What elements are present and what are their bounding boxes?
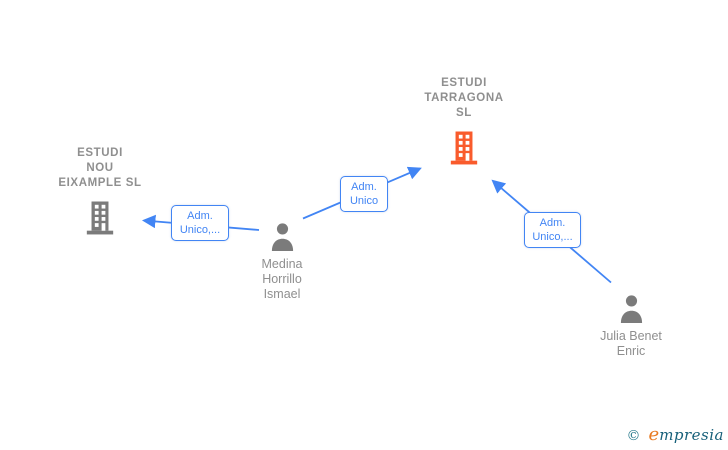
empresia-logo[interactable]: © empresia xyxy=(626,424,724,445)
building-icon xyxy=(450,131,478,165)
building-icon xyxy=(86,201,114,235)
company-name: ESTUDI NOU EIXAMPLE SL xyxy=(58,147,142,189)
edge-label-adm-unico-julia: Adm. Unico,... xyxy=(524,212,581,248)
company-node-estudi-tarragona[interactable]: ESTUDI TARRAGONA SL xyxy=(404,76,524,166)
person-icon xyxy=(271,223,293,251)
person-name: Julia Benet Enric xyxy=(600,329,662,358)
company-name: ESTUDI TARRAGONA SL xyxy=(424,77,504,119)
person-node-medina-horrillo-ismael[interactable]: Medina Horrillo Ismael xyxy=(222,222,342,302)
company-node-estudi-nou-eixample[interactable]: ESTUDI NOU EIXAMPLE SL xyxy=(40,146,160,236)
copyright-icon: © xyxy=(626,428,641,444)
person-name: Medina Horrillo Ismael xyxy=(261,257,303,301)
edge-label-adm-unico-eixample: Adm. Unico,... xyxy=(171,205,229,241)
person-icon xyxy=(620,295,642,323)
brand-initial: e xyxy=(648,424,660,445)
brand-name: mpresia xyxy=(659,426,724,444)
person-node-julia-benet-enric[interactable]: Julia Benet Enric xyxy=(571,294,691,359)
edge-label-adm-unico-tarragona: Adm. Unico xyxy=(340,176,388,212)
